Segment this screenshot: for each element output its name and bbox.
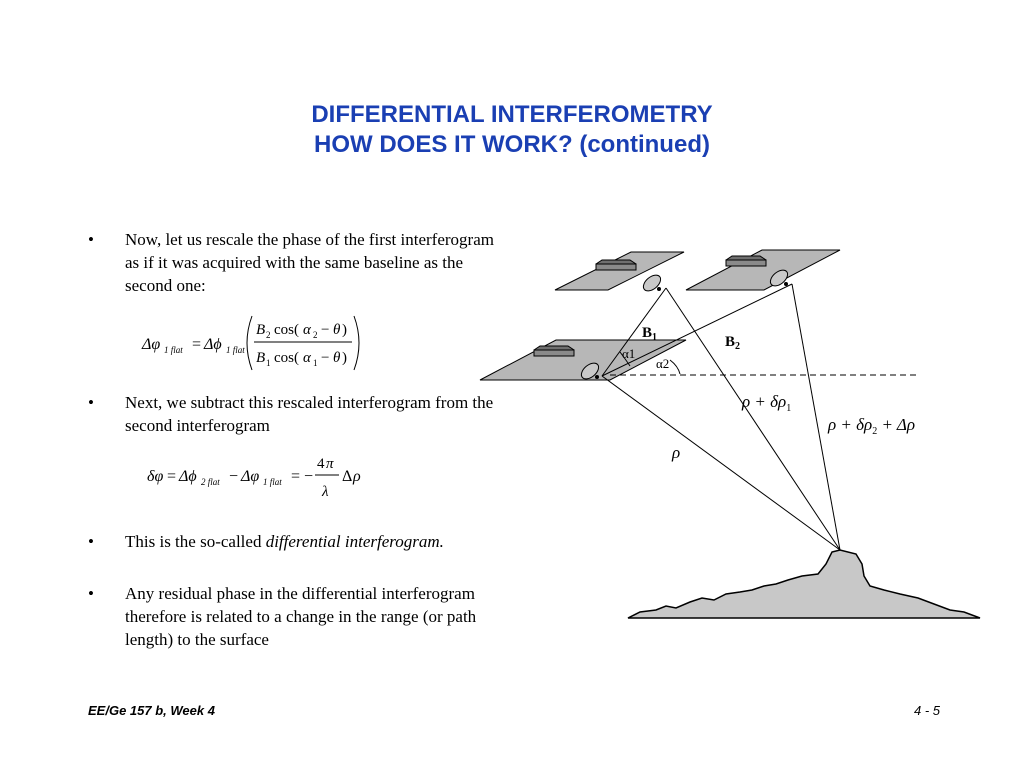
svg-text:−: − [229, 468, 238, 485]
label-alpha1: α1 [622, 346, 635, 361]
svg-text:δφ: δφ [147, 468, 163, 485]
bullet-3-italic: differential interferogram. [265, 532, 444, 551]
bullet-2-text: Next, we subtract this rescaled interfer… [125, 393, 494, 435]
svg-text:Δϕ: Δϕ [203, 336, 222, 353]
baseline-1-line [601, 287, 667, 377]
svg-text:π: π [326, 456, 334, 472]
svg-text:cos(: cos( [274, 350, 299, 366]
svg-text:θ: θ [333, 350, 341, 366]
svg-text:Δφ: Δφ [240, 468, 259, 485]
bullet-3-text: This is the so-called differential inter… [125, 530, 495, 553]
range-rho-2 [791, 283, 841, 551]
alpha2-arc [669, 359, 681, 375]
svg-text:cos(: cos( [274, 322, 299, 338]
bullet-3-prefix: This is the so-called [125, 532, 266, 551]
svg-text:Δφ: Δφ [141, 336, 160, 353]
svg-text:λ: λ [321, 484, 329, 500]
equation-rescale: Δφ 1 flat = Δϕ 1 flat B 2 cos( α 2 − θ )… [141, 315, 360, 371]
svg-text:B: B [256, 322, 265, 338]
svg-text:1 flat: 1 flat [164, 345, 183, 355]
svg-text:Δϕ: Δϕ [178, 468, 197, 485]
svg-text:1: 1 [266, 358, 271, 368]
svg-text:−: − [321, 350, 329, 366]
interferometry-diagram: B1 B2 α1 α2 ρ ρ + δρ1 ρ + δρ2 + Δρ [479, 249, 981, 619]
baseline-2-line [601, 283, 793, 377]
slide-title: DIFFERENTIAL INTERFEROMETRY HOW DOES IT … [0, 100, 1024, 160]
svg-text:): ) [342, 322, 347, 338]
satellite-2 [554, 251, 685, 292]
svg-text:4: 4 [317, 456, 325, 472]
svg-text:1 flat: 1 flat [263, 477, 282, 487]
svg-text:α: α [303, 322, 312, 338]
bullet-dot: • [88, 230, 94, 249]
svg-text:α: α [303, 350, 312, 366]
satellite-1 [479, 339, 687, 381]
title-line-2: HOW DOES IT WORK? (continued) [314, 131, 710, 158]
label-rho: ρ [671, 443, 680, 462]
bullet-dot: • [88, 584, 94, 603]
footer-course: EE/Ge 157 b, Week 4 [88, 703, 215, 718]
bullet-dot: • [88, 532, 94, 551]
label-rho-drho2: ρ + δρ2 + Δρ [827, 415, 915, 437]
svg-text:2: 2 [313, 330, 318, 340]
label-alpha2: α2 [656, 356, 669, 371]
svg-text:2: 2 [266, 330, 271, 340]
svg-text:= −: = − [291, 468, 313, 485]
equation-differential: δφ = Δϕ 2 flat − Δφ 1 flat = − 4 π λ Δ ρ [147, 456, 361, 500]
range-rho-1 [665, 287, 841, 551]
label-rho-drho1: ρ + δρ1 [741, 392, 791, 414]
svg-text:B: B [256, 350, 265, 366]
svg-text:=: = [167, 468, 176, 485]
label-b2: B2 [725, 334, 740, 352]
title-line-1: DIFFERENTIAL INTERFEROMETRY [311, 101, 713, 128]
svg-text:1: 1 [313, 358, 318, 368]
label-b1: B1 [642, 325, 657, 343]
alpha1-arc [619, 351, 631, 367]
footer-page-number: 4 - 5 [913, 703, 940, 718]
svg-text:2 flat: 2 flat [201, 477, 220, 487]
satellite-3 [685, 249, 841, 291]
svg-text:=: = [192, 336, 201, 353]
bullet-1-text: Now, let us rescale the phase of the fir… [125, 230, 494, 295]
bullet-dot: • [88, 393, 94, 412]
svg-text:Δ: Δ [342, 468, 352, 485]
svg-text:): ) [342, 350, 347, 366]
svg-text:1 flat: 1 flat [226, 345, 245, 355]
range-rho [601, 375, 841, 551]
svg-text:−: − [321, 322, 329, 338]
bullet-4-text: Any residual phase in the differential i… [125, 584, 477, 649]
svg-text:θ: θ [333, 322, 341, 338]
terrain [627, 549, 981, 619]
svg-text:ρ: ρ [352, 468, 361, 485]
